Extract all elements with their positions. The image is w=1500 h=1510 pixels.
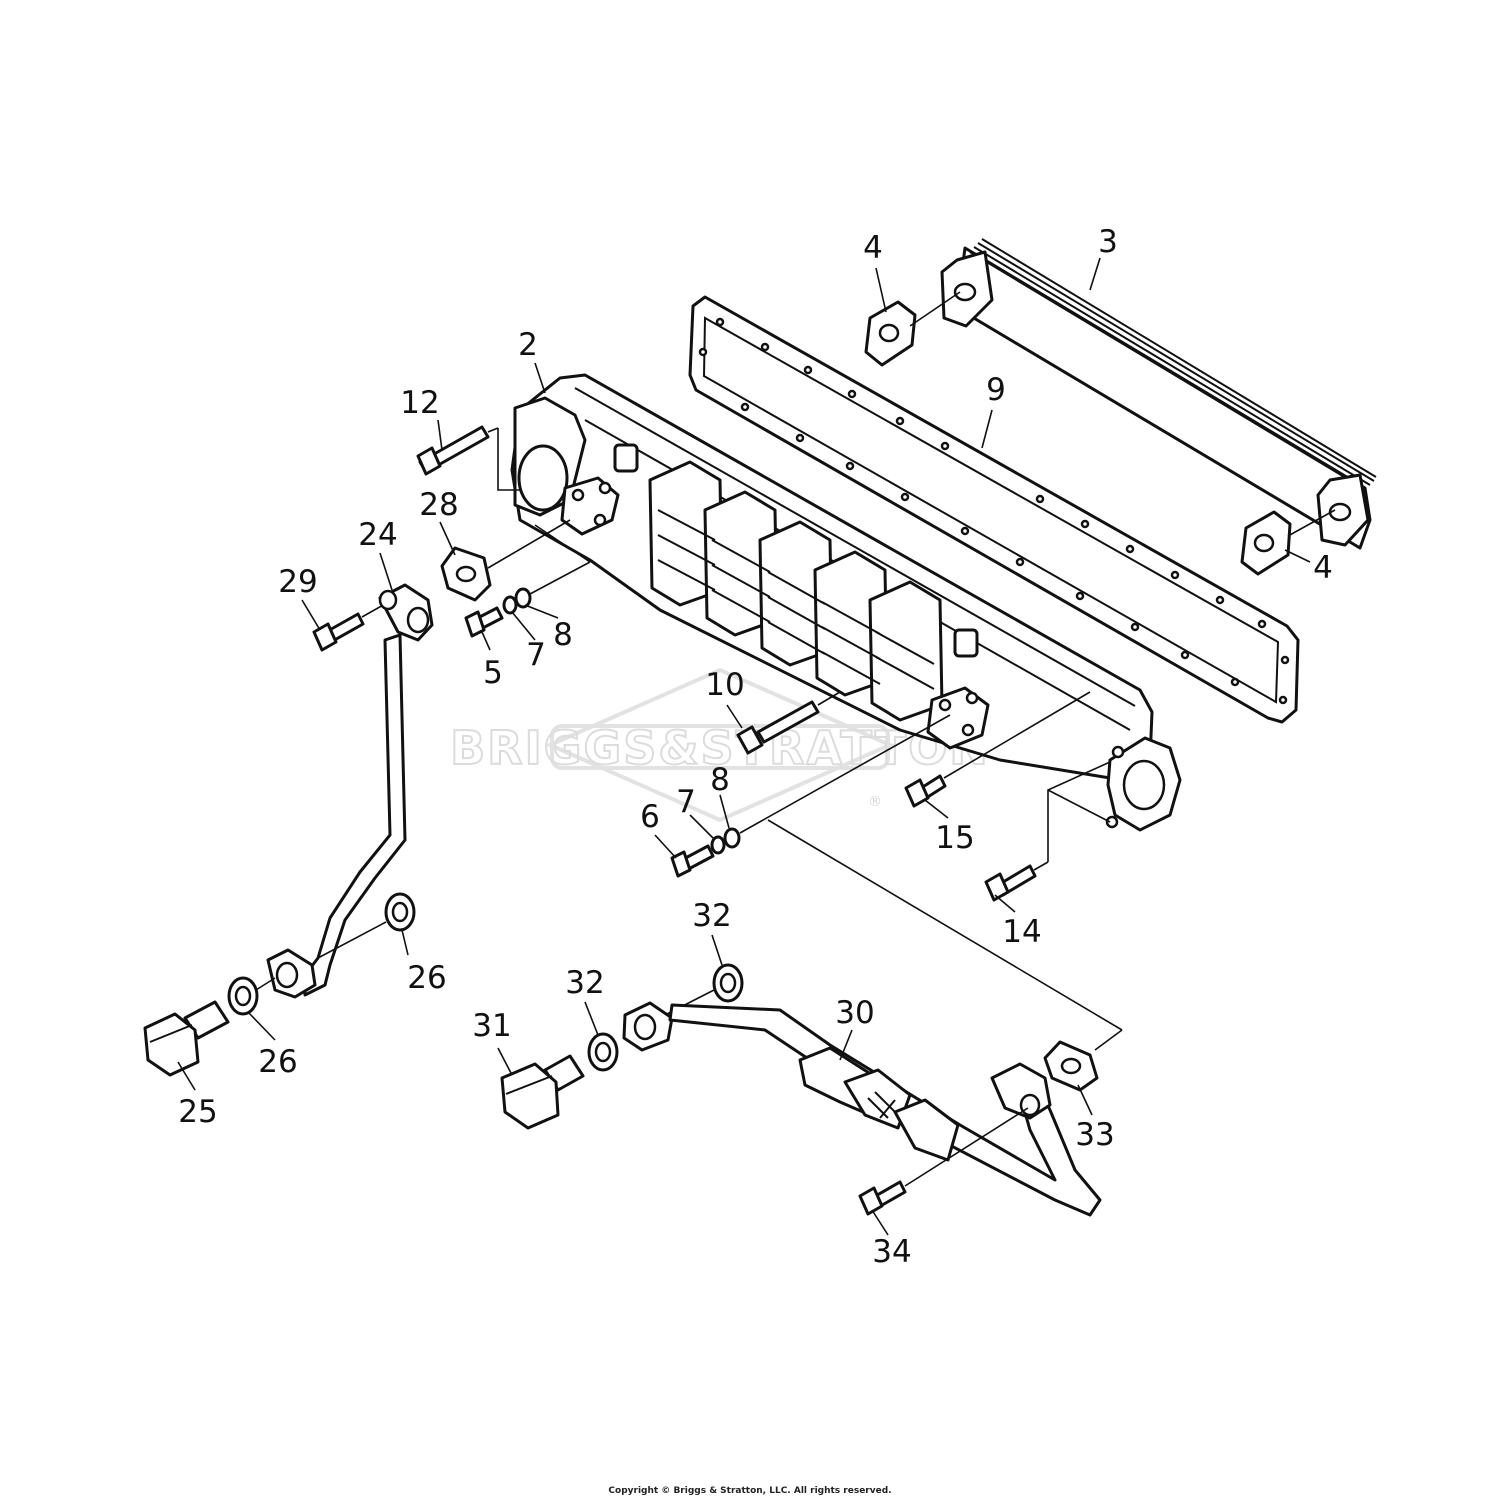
oil-cooler-housing [510,373,1182,832]
bolt-6 [670,844,715,878]
callout-labels: 2 3 4 4 5 6 7 7 8 8 9 10 12 14 15 24 25 … [178,224,1333,1270]
tube-flange-24 [378,583,434,642]
callout-4-bottom: 4 [1313,550,1333,586]
callout-9: 9 [986,372,1006,408]
banjo-bolt-25 [143,1000,230,1077]
callout-28: 28 [419,487,458,523]
callout-24: 24 [358,517,397,553]
callout-15: 15 [935,820,974,856]
washer-26b [227,976,276,1016]
callout-33: 33 [1075,1117,1114,1153]
oil-tube-left [266,633,407,999]
banjo-bolt-31 [500,1054,585,1130]
washer-26a [317,892,416,959]
callout-2: 2 [518,327,538,363]
bolt-15 [904,691,1091,808]
stud-12 [416,425,520,491]
callout-34: 34 [872,1234,911,1270]
callout-leaders [177,257,1311,1236]
callout-7-lower: 7 [676,784,696,820]
callout-30: 30 [835,995,874,1031]
callout-32-lower: 32 [565,965,604,1001]
callout-12: 12 [400,385,439,421]
callout-26-upper: 26 [407,960,446,996]
callout-25: 25 [178,1094,217,1130]
callout-4-top: 4 [863,230,883,266]
lock-washer-7b [710,835,726,855]
callout-31: 31 [472,1008,511,1044]
gasket-33 [767,819,1123,1092]
callout-7-upper: 7 [526,637,546,673]
callout-3: 3 [1098,224,1118,260]
oil-tube-30 [622,1001,1102,1217]
callout-26-lower: 26 [258,1044,297,1080]
oil-cooler-element [940,238,1377,550]
cover-gasket [688,295,1300,724]
cooler-gasket-top [864,291,961,367]
callout-10: 10 [705,667,744,703]
callout-8-upper: 8 [553,617,573,653]
callout-8-lower: 8 [710,762,730,798]
bolt-10 [736,691,841,755]
hose-hatching [867,1091,896,1119]
callout-6: 6 [640,799,660,835]
bolt-34 [858,1107,1029,1216]
bolt-14 [984,761,1111,902]
bolt-5 [464,606,504,638]
washer-32b [587,1032,619,1072]
gasket-28 [440,519,571,602]
bolt-29 [312,603,386,652]
washer-8a [514,524,591,609]
washer-8b [723,714,951,849]
registered-mark: ® [868,794,882,810]
cooler-gasket-bottom [1240,509,1336,576]
gasket-bolt-holes [698,317,1290,705]
lock-washer-7a [502,595,518,615]
copyright-notice: Copyright © Briggs & Stratton, LLC. All … [608,1486,892,1496]
callout-29: 29 [278,564,317,600]
callout-32-upper: 32 [692,898,731,934]
callout-5: 5 [483,655,503,691]
callout-14: 14 [1002,914,1041,950]
